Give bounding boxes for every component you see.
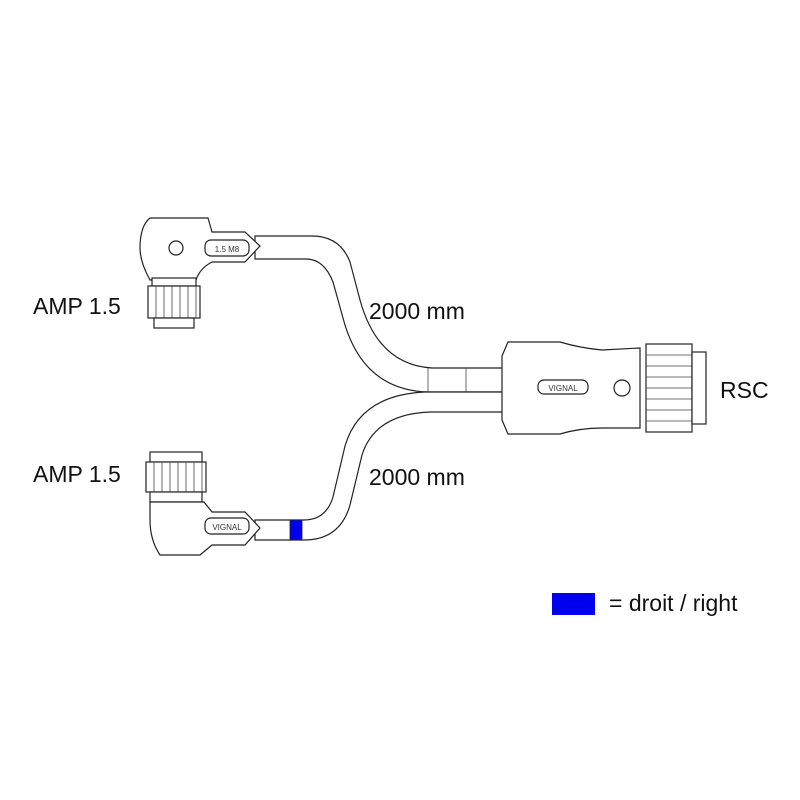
amp-connector-top: 1.5 M8	[139, 217, 261, 329]
bottom-connector-brand: VIGNAL	[212, 523, 242, 532]
amp-connector-bottom: VIGNAL	[145, 451, 261, 556]
rsc-connector: VIGNAL	[501, 341, 707, 435]
bottom-cable-length-label: 2000 mm	[369, 464, 465, 490]
top-cable-length-label: 2000 mm	[369, 298, 465, 324]
amp-bottom-label: AMP 1.5	[33, 461, 121, 487]
top-connector-marking: 1.5 M8	[215, 245, 240, 254]
rsc-connector-brand: VIGNAL	[548, 384, 578, 393]
right-marker	[289, 519, 303, 541]
legend-swatch	[552, 592, 595, 615]
legend: = droit / right	[552, 590, 737, 617]
legend-text: = droit / right	[609, 590, 738, 616]
rsc-label: RSC	[720, 377, 769, 403]
amp-top-label: AMP 1.5	[33, 293, 121, 319]
